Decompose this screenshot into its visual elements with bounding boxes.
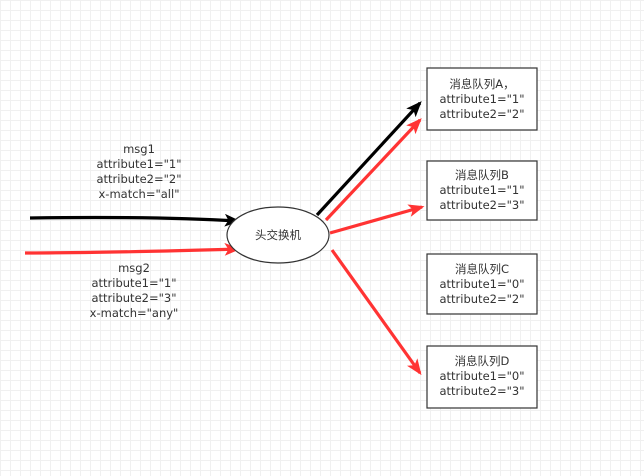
queue-c: 消息队列C attribute1="0" attribute2="2" <box>426 253 538 315</box>
queue-b-attr1: attribute1="1" <box>439 183 524 197</box>
queue-a-attr1: attribute1="1" <box>439 92 524 106</box>
msg1-line: attribute2="2" <box>96 172 181 186</box>
queue-b-attr2: attribute2="3" <box>439 198 524 212</box>
route-arrow-queue-b <box>329 204 425 235</box>
msg2-line: x-match="any" <box>90 306 179 320</box>
queue-d: 消息队列D attribute1="0" attribute2="3" <box>426 345 538 409</box>
queue-b: 消息队列B attribute1="1" attribute2="3" <box>426 160 538 221</box>
msg1-line: attribute1="1" <box>96 157 181 171</box>
queue-b-title: 消息队列B <box>455 168 509 182</box>
queue-c-title: 消息队列C <box>455 262 509 276</box>
header-exchange: 头交换机 <box>226 206 330 264</box>
msg1-line: msg1 <box>123 142 155 156</box>
msg2-label: msg2 attribute1="1" attribute2="3" x-mat… <box>90 261 179 320</box>
queue-a-attr2: attribute2="2" <box>439 107 524 121</box>
route-arrow-queue-a-red <box>324 118 422 222</box>
msg1-label: msg1 attribute1="1" attribute2="2" x-mat… <box>96 142 181 201</box>
queue-d-attr1: attribute1="0" <box>439 369 524 383</box>
queue-a: 消息队列A， attribute1="1" attribute2="2" <box>426 67 538 131</box>
queue-d-attr2: attribute2="3" <box>439 384 524 398</box>
msg2-line: msg2 <box>118 261 150 275</box>
exchange-label: 头交换机 <box>255 228 301 242</box>
queue-d-title: 消息队列D <box>455 354 510 368</box>
route-arrow-queue-d <box>330 249 422 376</box>
queue-a-title: 消息队列A， <box>449 77 514 91</box>
msg1-arrow <box>29 213 241 227</box>
queue-c-attr2: attribute2="2" <box>439 292 524 306</box>
msg2-arrow <box>24 242 241 256</box>
route-arrow-queue-a-black <box>315 101 422 217</box>
msg2-line: attribute2="3" <box>91 291 176 305</box>
msg1-line: x-match="all" <box>99 187 180 201</box>
msg2-line: attribute1="1" <box>91 276 176 290</box>
queue-c-attr1: attribute1="0" <box>439 277 524 291</box>
